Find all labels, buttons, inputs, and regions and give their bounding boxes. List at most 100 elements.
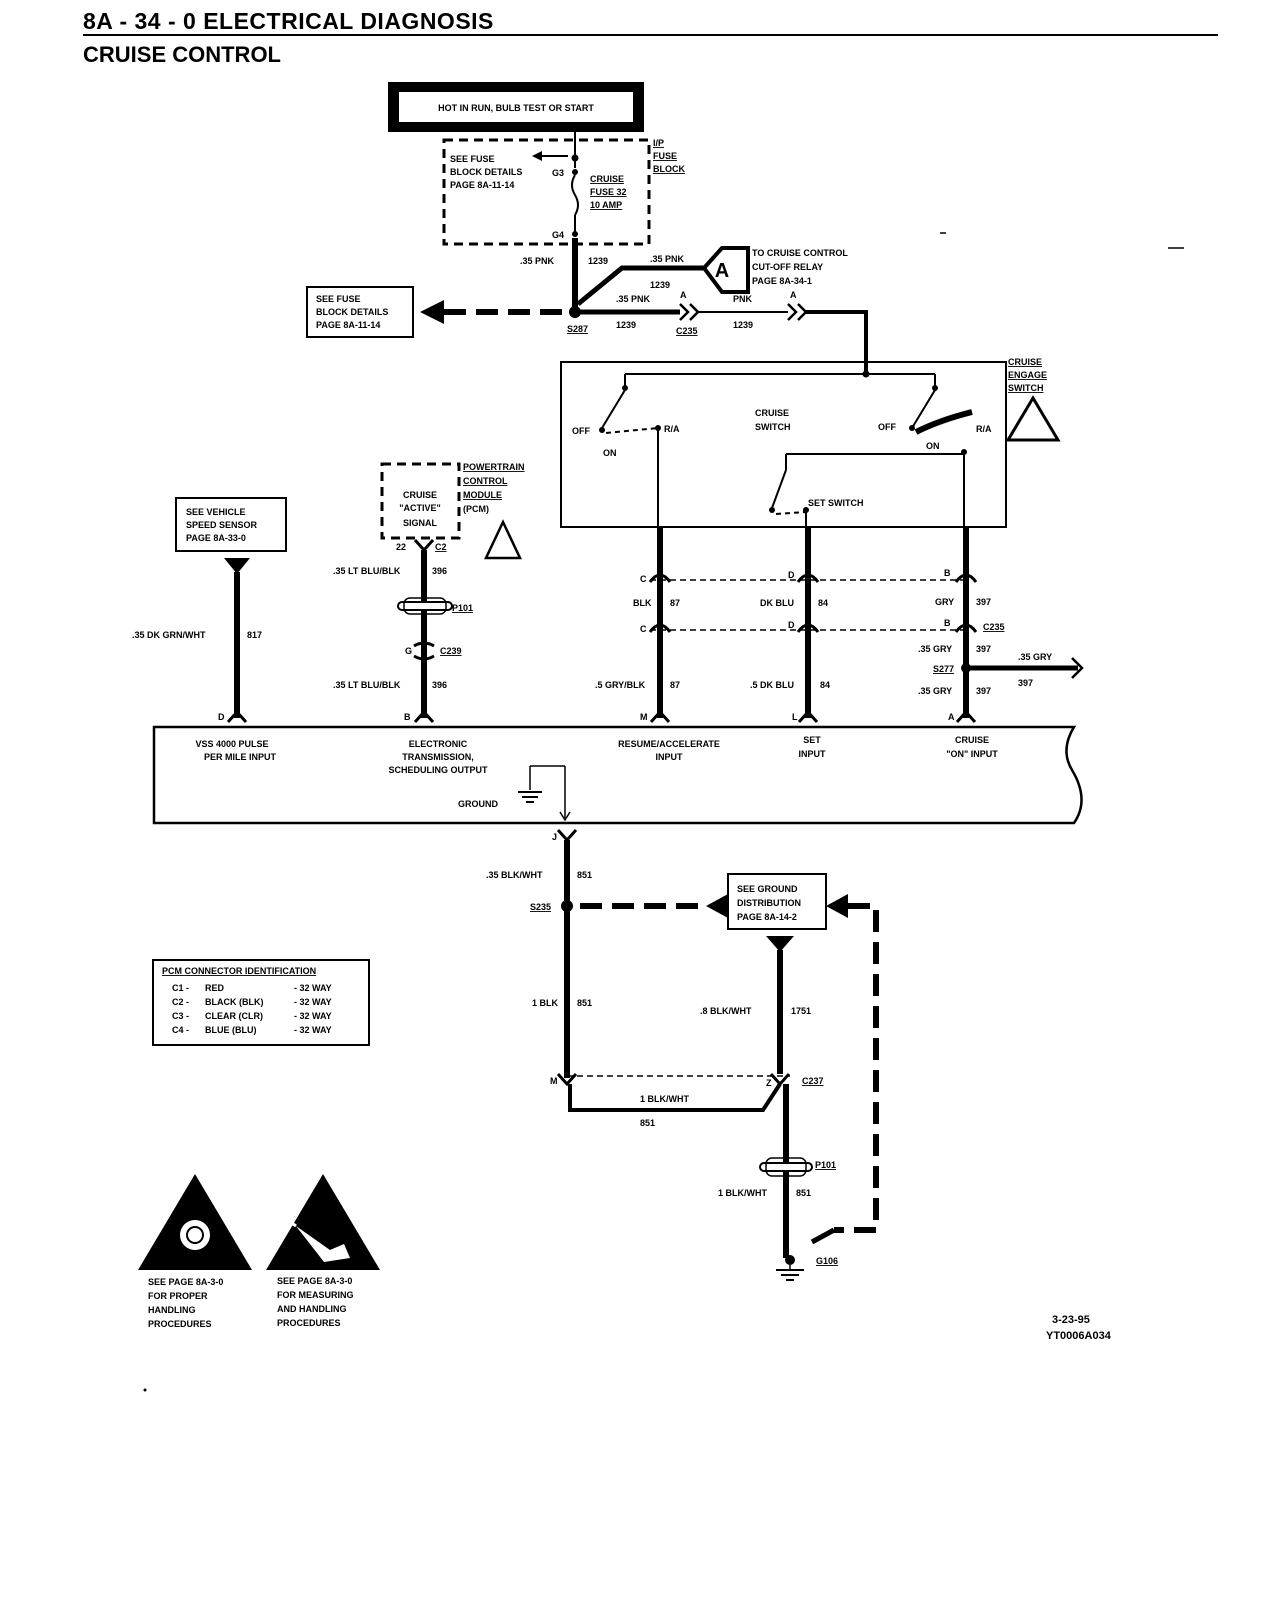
label-fuse-block-name-line3: BLOCK bbox=[653, 164, 685, 174]
label-pcm-inputs-ets-line1: ELECTRONIC bbox=[409, 739, 468, 749]
label-wires-gry3: .35 GRY bbox=[918, 686, 952, 696]
power-label: HOT IN RUN, BULB TEST OR START bbox=[438, 103, 594, 113]
label-wires-gry2-circuit: 397 bbox=[976, 644, 991, 654]
label-splice-feed-connector: C235 bbox=[676, 326, 698, 336]
ground-circuit: J .35 BLK/WHT 851 S235 1 BLK 851 bbox=[486, 828, 728, 1078]
arrow-left-icon bbox=[420, 300, 444, 324]
label-engage-switch-name-line1: CRUISE bbox=[1008, 357, 1042, 367]
label-wires-gryblk-circuit: 87 bbox=[670, 680, 680, 690]
label-ground-ref-line1: SEE GROUND bbox=[737, 884, 798, 894]
label-engage-switch-name-line3: SWITCH bbox=[1008, 383, 1044, 393]
label-fuse-block-see-line2: BLOCK DETAILS bbox=[450, 167, 522, 177]
label-fuse-block-name-line1: I/P bbox=[653, 138, 664, 148]
label-splice-feed-circuit-out: 1239 bbox=[733, 320, 753, 330]
label-warnings-w1-line2: FOR PROPER bbox=[148, 1291, 208, 1301]
label-fuse-block-pin-bottom: G4 bbox=[552, 230, 564, 240]
label-wires-gryblk: .5 GRY/BLK bbox=[595, 680, 646, 690]
label-ground-circuit-circuit5: 851 bbox=[796, 1188, 811, 1198]
label-ground-circuit-p101: P101 bbox=[815, 1160, 836, 1170]
label-pcm-conn-id-rows-2-size: - 32 WAY bbox=[294, 1011, 332, 1021]
label-pcm-inputs-pin-l: L bbox=[792, 712, 798, 722]
label-wires-pin-c2: C bbox=[640, 624, 647, 634]
hand-icon bbox=[296, 1226, 350, 1262]
warning-handling: SEE PAGE 8A-3-0 FOR PROPER HANDLING PROC… bbox=[138, 1174, 252, 1329]
page-title: CRUISE CONTROL bbox=[83, 42, 281, 67]
label-ground-circuit-g106: G106 bbox=[816, 1256, 838, 1266]
footer-date: 3-23-95 bbox=[1052, 1314, 1090, 1326]
label-pcm-conn-id-rows-1-size: - 32 WAY bbox=[294, 997, 332, 1007]
warning-measuring: SEE PAGE 8A-3-0 FOR MEASURING AND HANDLI… bbox=[266, 1174, 380, 1328]
pcm-connector-table: PCM CONNECTOR IDENTIFICATION C1 - RED - … bbox=[152, 959, 370, 1046]
label-vss-ref-line3: PAGE 8A-33-0 bbox=[186, 533, 246, 543]
label-wires-c235b: C235 bbox=[983, 622, 1005, 632]
label-pcm-conn-id-rows-1-id: C2 - bbox=[172, 997, 189, 1007]
label-fuse-ref-left-line1: SEE FUSE bbox=[316, 294, 361, 304]
pcm-box: D B M L A VSS 4000 PULSE PER MILE INPUT … bbox=[152, 709, 1083, 825]
label-ground-circuit-wire1: .35 BLK/WHT bbox=[486, 870, 543, 880]
label-wires-dkblu: DK BLU bbox=[760, 598, 794, 608]
label-wires-dkblu2: .5 DK BLU bbox=[750, 680, 794, 690]
splice-s235 bbox=[561, 900, 573, 912]
label-wires-c239-pin: G bbox=[405, 646, 412, 656]
label-relay-ref-line3: PAGE 8A-34-1 bbox=[752, 276, 812, 286]
label-wires-dkblu2-circuit: 84 bbox=[820, 680, 830, 690]
label-pcm-inputs-vss-line1: VSS 4000 PULSE bbox=[195, 739, 268, 749]
label-pcm-conn-id-rows-0-size: - 32 WAY bbox=[294, 983, 332, 993]
label-warnings-w2-line2: FOR MEASURING bbox=[277, 1290, 354, 1300]
label-engage-switch-cruise-switch-line1: CRUISE bbox=[755, 408, 789, 418]
label-engage-switch-on2: ON bbox=[926, 441, 940, 451]
label-relay-ref-line1: TO CRUISE CONTROL bbox=[752, 248, 848, 258]
label-wires-blk: BLK bbox=[633, 598, 652, 608]
label-ground-circuit-wire2: 1 BLK bbox=[532, 998, 559, 1008]
label-ground-circuit-wire5: 1 BLK/WHT bbox=[718, 1188, 767, 1198]
arrow-down-icon-2 bbox=[766, 936, 794, 952]
label-pcm-inputs-set-line2: INPUT bbox=[799, 749, 827, 759]
label-wires-pin-d2: D bbox=[788, 620, 795, 630]
label-splice-feed-pin-a1: A bbox=[680, 290, 687, 300]
label-wires-pin-b2: B bbox=[944, 618, 951, 628]
label-pcm-conn-id-rows-0-id: C1 - bbox=[172, 983, 189, 993]
label-engage-switch-cruise-switch-line2: SWITCH bbox=[755, 422, 791, 432]
label-warnings-w2-line4: PROCEDURES bbox=[277, 1318, 341, 1328]
label-vss-ref-line1: SEE VEHICLE bbox=[186, 507, 246, 517]
relay-reference: A TO CRUISE CONTROL CUT-OFF RELAY PAGE 8… bbox=[701, 246, 848, 294]
label-ground-circuit-circuit4: 851 bbox=[640, 1118, 655, 1128]
label-wires-ets-circuit2: 396 bbox=[432, 680, 447, 690]
label-pcm-module-name-line1: POWERTRAIN bbox=[463, 462, 525, 472]
label-splice-feed-wire-right: .35 PNK bbox=[616, 294, 651, 304]
label-engage-switch-set-switch: SET SWITCH bbox=[808, 498, 864, 508]
label-splice-feed-splice: S287 bbox=[567, 324, 588, 334]
label-fuse-ref-left-line3: PAGE 8A-11-14 bbox=[316, 320, 380, 330]
label-pcm-inputs-res-line1: RESUME/ACCELERATE bbox=[618, 739, 720, 749]
airbag-icon bbox=[180, 1220, 210, 1250]
label-wires-gry3-circuit: 397 bbox=[976, 686, 991, 696]
label-pcm-module-name-line2: CONTROL bbox=[463, 476, 508, 486]
relay-badge: A bbox=[715, 260, 729, 282]
label-warnings-w2-line1: SEE PAGE 8A-3-0 bbox=[277, 1276, 352, 1286]
label-wires-ets-wire1: .35 LT BLU/BLK bbox=[333, 566, 401, 576]
label-warnings-w1-line4: PROCEDURES bbox=[148, 1319, 212, 1329]
label-pcm-inputs-ets-line3: SCHEDULING OUTPUT bbox=[389, 765, 489, 775]
label-pcm-conn-id-rows-3-id: C4 - bbox=[172, 1025, 189, 1035]
label-splice-feed-wire-out: PNK bbox=[733, 294, 753, 304]
label-pcm-inputs-pin-b: B bbox=[404, 712, 411, 722]
label-pcm-module-signal-line3: SIGNAL bbox=[403, 518, 438, 528]
c237-connector: M Z C237 1 BLK/WHT 851 P101 1 BLK/WHT 85… bbox=[550, 1072, 838, 1281]
label-warnings-w1-line3: HANDLING bbox=[148, 1305, 196, 1315]
label-ground-circuit-pin-m: M bbox=[550, 1076, 558, 1086]
label-pcm-module-pin: 22 bbox=[396, 542, 406, 552]
switch-connector-row: C C D D B B C235 bbox=[640, 568, 1005, 634]
label-wires-blk-circuit: 87 bbox=[670, 598, 680, 608]
label-splice-feed-wire-left: .35 PNK bbox=[520, 256, 555, 266]
power-box: HOT IN RUN, BULB TEST OR START bbox=[388, 82, 644, 132]
label-wires-gry-circuit: 397 bbox=[976, 597, 991, 607]
label-pcm-inputs-pin-j: J bbox=[552, 832, 557, 842]
label-ground-circuit-circuit2: 851 bbox=[577, 998, 592, 1008]
pcm-active-signal: CRUISE "ACTIVE" SIGNAL POWERTRAIN CONTRO… bbox=[333, 462, 525, 718]
label-pcm-module-signal-line2: "ACTIVE" bbox=[399, 503, 441, 513]
fuse-icon bbox=[571, 174, 579, 216]
ground-reference: SEE GROUND DISTRIBUTION PAGE 8A-14-2 .8 … bbox=[700, 873, 879, 1233]
label-fuse-block-fuse-line1: CRUISE bbox=[590, 174, 624, 184]
label-ground-circuit-wire4: 1 BLK/WHT bbox=[640, 1094, 689, 1104]
